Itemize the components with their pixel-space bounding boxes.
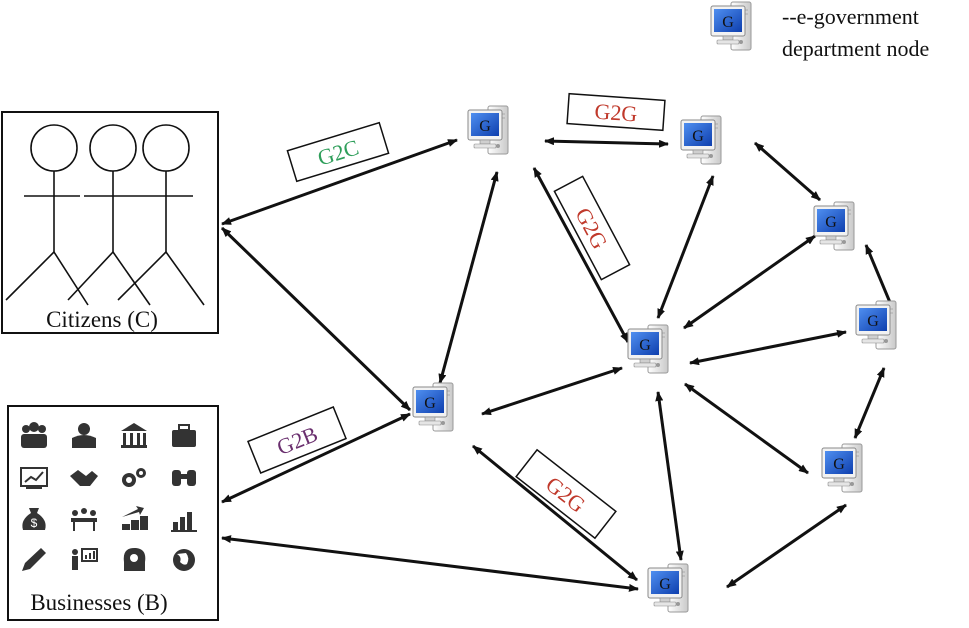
edge-n1-n4 (438, 171, 499, 384)
money-bag-icon: $ (22, 508, 46, 530)
node-letter: G (867, 313, 879, 330)
gov-node-1: G (467, 105, 509, 155)
node-letter: G (659, 576, 671, 593)
coins-growth-icon (122, 506, 148, 530)
chart-monitor-icon (20, 467, 48, 489)
node-letter: G (833, 456, 845, 473)
edge-n4-n9 (472, 444, 638, 582)
gears-icon (122, 468, 146, 487)
citizens-label: Citizens (C) (46, 307, 158, 332)
g2g-top-text: G2G (594, 99, 639, 127)
meeting-icon (71, 508, 97, 531)
businesses-label: Businesses (B) (30, 590, 167, 615)
edge-n6-n5 (689, 329, 847, 366)
legend-node-icon: G (710, 1, 752, 51)
gov-node-9: G (647, 563, 689, 613)
edge-citizens-n1 (221, 138, 458, 226)
bank-icon (121, 423, 147, 448)
edge-n5-n9 (655, 391, 684, 561)
gov-node-7: G (821, 443, 863, 493)
edge-n5-n4 (481, 366, 623, 416)
node-letter: G (639, 337, 651, 354)
connections (220, 137, 896, 592)
businesses-box: $ (7, 405, 219, 621)
briefcase-icon (172, 424, 196, 447)
head-gears-icon (123, 547, 146, 571)
legend: G --e-government department node (710, 1, 929, 61)
edge-businesses-n9 (221, 535, 639, 592)
node-letter: G (825, 214, 837, 231)
gov-node-4: G (412, 382, 454, 432)
pen-icon (22, 548, 46, 571)
stick-figures-icon (5, 124, 205, 306)
gov-node-3: G (813, 201, 855, 251)
node-letter: G (692, 128, 704, 145)
globe-icon (173, 549, 195, 571)
edge-businesses-n4 (221, 412, 411, 504)
business-icons-grid: $ (20, 422, 197, 571)
edge-n7-n9 (726, 503, 847, 589)
bar-chart-icon (171, 512, 197, 532)
edge-n1-n5 (532, 167, 630, 343)
edge-n6-n7 (853, 367, 886, 439)
edge-n3-n5 (683, 234, 816, 330)
edge-n1-n2 (544, 137, 669, 148)
edge-n2-n3 (754, 141, 821, 202)
edge-n5-n7 (684, 382, 809, 475)
citizens-box: Citizens (C) (1, 111, 219, 334)
edge-n2-n5 (656, 175, 715, 319)
edge-label-g2g-top: G2G (566, 92, 666, 132)
legend-node-letter: G (722, 14, 734, 31)
node-letter: G (424, 395, 436, 412)
people-group-icon (21, 422, 47, 448)
edge-citizens-n4 (220, 226, 412, 412)
svg-text:$: $ (31, 516, 38, 530)
edge-label-g2b: G2B (247, 406, 347, 474)
legend-line-1: --e-government (782, 4, 919, 29)
node-letter: G (479, 118, 491, 135)
handshake-icon (70, 470, 98, 486)
businessman-icon (72, 423, 96, 448)
gov-node-5: G (627, 324, 669, 374)
binoculars-icon (172, 470, 196, 486)
presenter-icon (72, 548, 98, 570)
legend-line-2: department node (782, 36, 929, 61)
gov-node-2: G (680, 115, 722, 165)
edge-label-g2c: G2C (286, 121, 390, 183)
gov-node-6: G (855, 300, 897, 350)
